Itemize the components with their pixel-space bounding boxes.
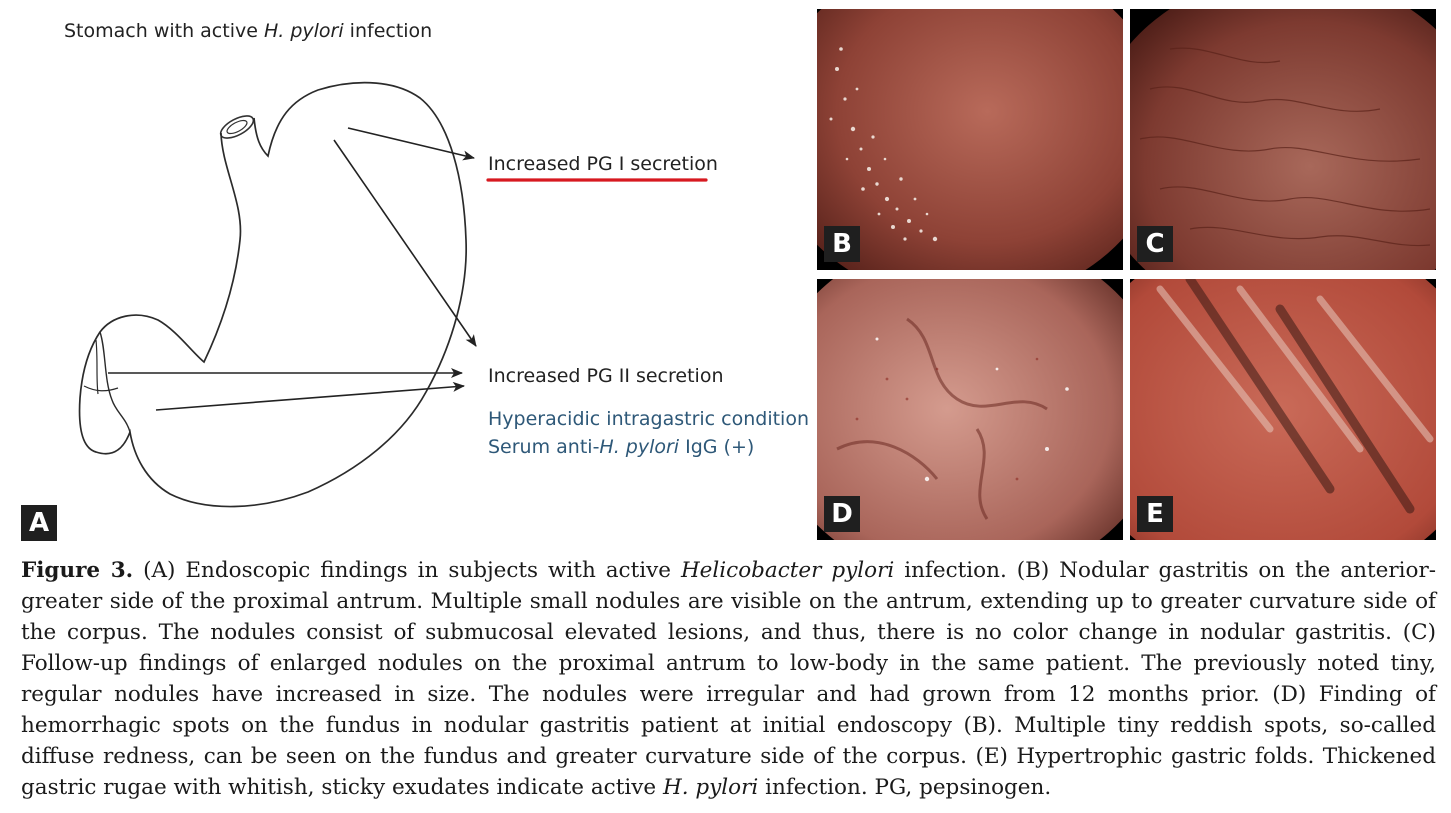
esophagus-opening	[219, 115, 255, 139]
label-serum-igg: Serum anti-H. pylori IgG (+)	[488, 436, 755, 458]
label-pg2-secretion: Increased PG II secretion	[488, 365, 724, 387]
arrow-to-pg1	[347, 127, 475, 161]
label-pg1-secretion: Increased PG I secretion	[488, 153, 718, 175]
stomach-outline	[78, 81, 467, 508]
endoscopy-photo-b: B	[817, 9, 1123, 270]
arrow-to-pg2-c	[155, 381, 465, 411]
label-hyperacidic: Hyperacidic intragastric condition	[488, 408, 809, 430]
panel-a-title: Stomach with active H. pylori infection	[64, 20, 433, 42]
panel-a: Stomach with active H. pylori infection …	[0, 0, 810, 548]
endoscopy-photo-c: C	[1130, 9, 1436, 270]
figure-caption: Figure 3. (A) Endoscopic findings in sub…	[21, 558, 1436, 800]
panel-a-badge: A	[21, 505, 57, 541]
arrow-to-pg2-a	[333, 139, 477, 347]
photo-c-badge: C	[1137, 226, 1173, 262]
stomach-diagram	[78, 81, 708, 508]
photo-d-badge: D	[824, 496, 860, 532]
endoscopy-photo-d: D	[817, 279, 1123, 540]
endoscopy-photo-e: E	[1130, 279, 1436, 540]
photo-b-badge: B	[824, 226, 860, 262]
figure-label: Figure 3.	[21, 558, 134, 583]
photo-e-badge: E	[1137, 496, 1173, 532]
